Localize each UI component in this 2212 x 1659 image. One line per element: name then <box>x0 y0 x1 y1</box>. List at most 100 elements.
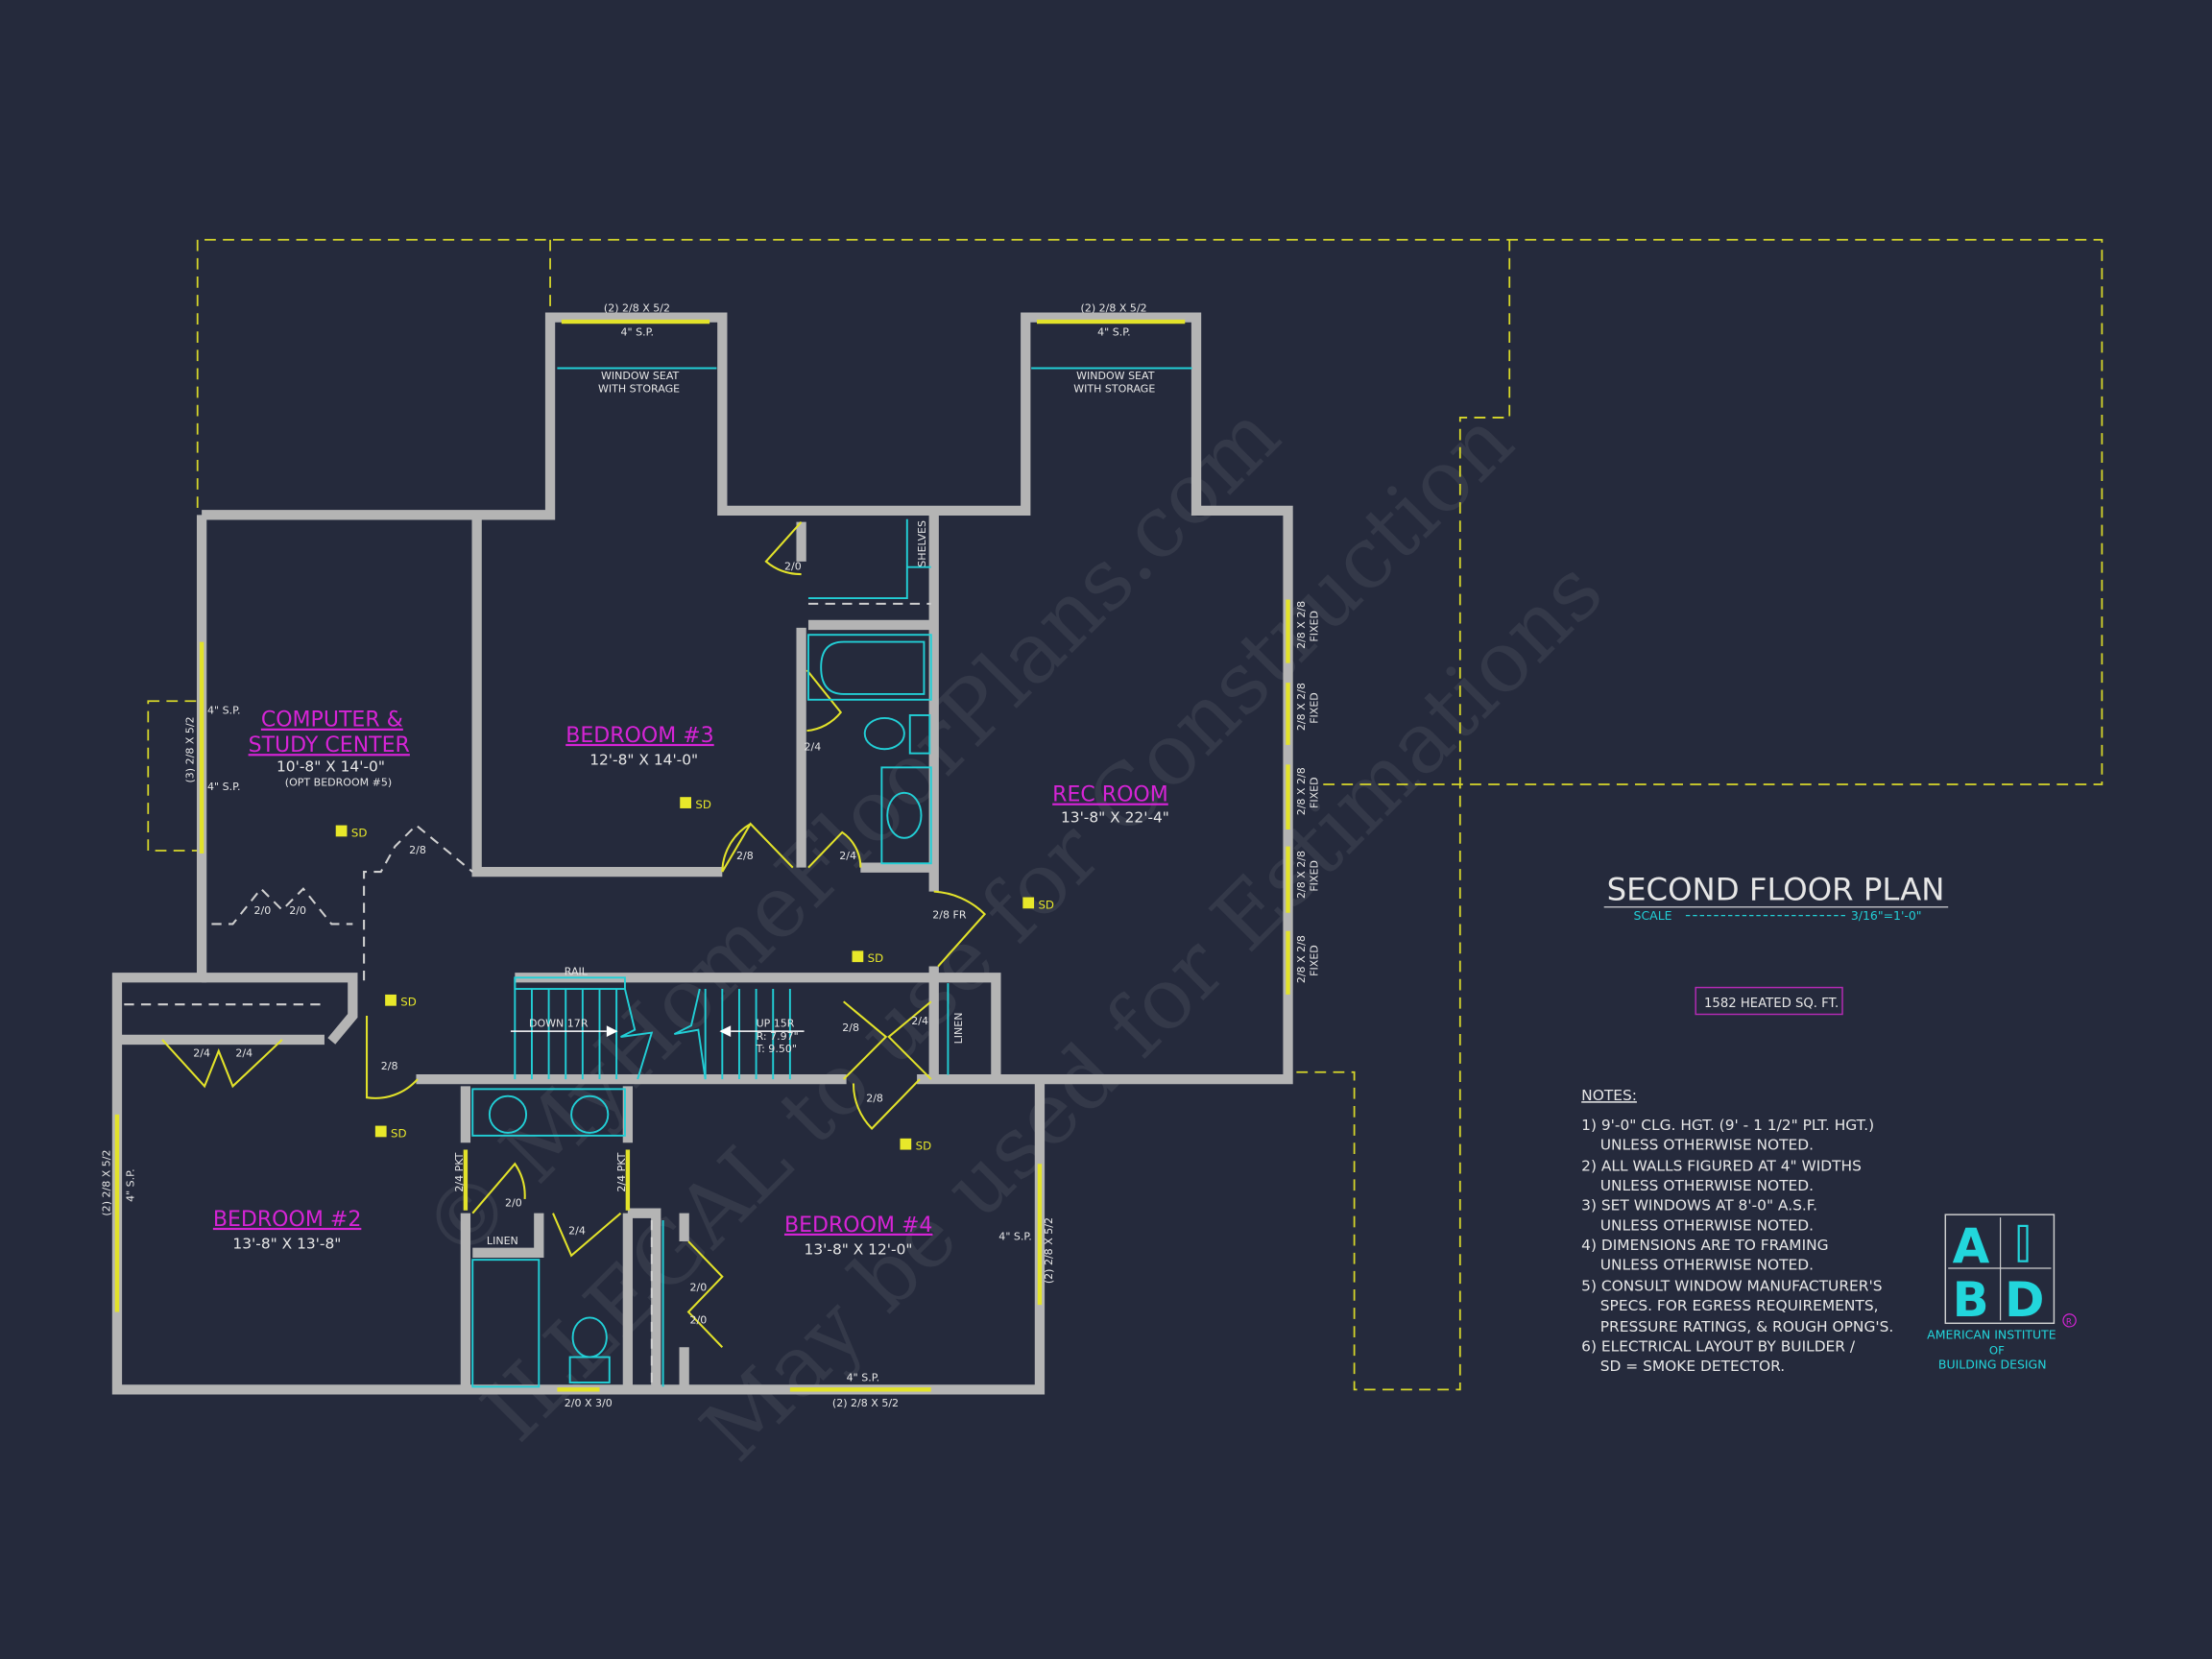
room-note: (OPT BEDROOM #5) <box>285 776 392 788</box>
room-name: BEDROOM #4 <box>784 1214 932 1238</box>
labels-window_pair-label: (2) 2/8 X 5/2 <box>101 1149 113 1215</box>
labels-fixed-label: FIXED <box>1308 692 1320 724</box>
labels-d24-label: 2/4 <box>235 1047 252 1060</box>
smoke-detector-icon <box>374 1125 387 1138</box>
labels-sd-label: SD <box>868 951 884 965</box>
labels-d24-label: 2/4 <box>568 1225 586 1238</box>
notes-heading: NOTES: <box>1581 1087 1637 1104</box>
room-size: 13'-8" X 13'-8" <box>232 1235 341 1252</box>
bathtub-icon <box>807 634 932 701</box>
labels-sd-label: SD <box>916 1140 932 1153</box>
smoke-detectors: SD SD SD SD SD SD SD <box>335 797 1054 1153</box>
notes-lines-0-label: 1) 9'-0" CLG. HGT. (9' - 1 1/2" PLT. HGT… <box>1581 1117 1874 1134</box>
labels-window_seat_1-label: WINDOW SEAT <box>1076 370 1155 382</box>
labels-d20-label: 2/0 <box>690 1281 708 1293</box>
logo-line3-label: BUILDING DESIGN <box>1938 1357 2047 1371</box>
room-size: 12'-8" X 14'-0" <box>589 751 698 768</box>
notes-lines-4-label: 3) SET WINDOWS AT 8'-0" A.S.F. <box>1581 1197 1817 1214</box>
labels-window_seat_2-label: WITH STORAGE <box>1073 382 1155 395</box>
room-size: 13'-8" X 12'-0" <box>805 1240 913 1258</box>
labels-up-label: UP 15R <box>757 1018 795 1030</box>
logo-line2-label: OF <box>1989 1344 2005 1358</box>
room-labels: COMPUTER & STUDY CENTER 10'-8" X 14'-0" … <box>213 709 1169 1259</box>
fixtures <box>471 367 1192 1388</box>
labels-sp-label: 4" S.P. <box>207 705 241 717</box>
smoke-detector-icon <box>680 797 691 808</box>
notes-lines-2-label: 2) ALL WALLS FIGURED AT 4" WIDTHS <box>1581 1158 1862 1175</box>
labels-fixed-label: FIXED <box>1308 611 1320 642</box>
labels-riser-label: R: 7.97" <box>757 1030 799 1043</box>
labels-d28fr-label: 2/8 FR <box>932 909 967 922</box>
notes-lines-9-label: SPECS. FOR EGRESS REQUIREMENTS, <box>1581 1297 1878 1314</box>
smoke-detector-icon <box>335 825 348 837</box>
logo-letters-0-label: A <box>1953 1218 1990 1274</box>
labels-sp-label: 4" S.P. <box>621 326 654 339</box>
labels-sd-label: SD <box>400 996 417 1009</box>
room-name: REC ROOM <box>1052 783 1168 807</box>
room-name: BEDROOM #3 <box>565 724 713 748</box>
labels-sd-label: SD <box>1038 898 1054 911</box>
notes-lines-12-label: SD = SMOKE DETECTOR. <box>1581 1358 1785 1375</box>
heated-area: 1582 HEATED SQ. FT. <box>1704 997 1839 1011</box>
room-name: BEDROOM #2 <box>213 1208 361 1232</box>
logo-registered-label: R <box>2066 1318 2072 1328</box>
labels-window_seat_2-label: WITH STORAGE <box>598 382 680 395</box>
smoke-detector-icon <box>1022 897 1035 909</box>
labels-fixed_size-label: 2/8 X 2/8 <box>1295 935 1308 983</box>
bathtub-icon <box>471 1259 541 1388</box>
room-size: 13'-8" X 22'-4" <box>1061 809 1169 827</box>
notes-lines-1-label: UNLESS OTHERWISE NOTED. <box>1581 1137 1814 1154</box>
labels-window_pair-label: (2) 2/8 X 5/2 <box>1081 302 1147 315</box>
labels-rail-label: RAIL <box>565 965 589 977</box>
labels-sp-label: 4" S.P. <box>1097 326 1131 339</box>
labels-fixed-label: FIXED <box>1308 945 1320 976</box>
labels-d24-label: 2/4 <box>839 850 856 862</box>
toilet-icon <box>863 716 905 751</box>
smoke-detector-icon <box>852 950 864 963</box>
notes-lines-11-label: 6) ELECTRICAL LAYOUT BY BUILDER / <box>1581 1338 1856 1356</box>
windows <box>114 319 1290 1392</box>
labels-tread-label: T: 9.50" <box>756 1043 797 1055</box>
labels-window_pair-label: (2) 2/8 X 5/2 <box>1043 1217 1055 1284</box>
notes: NOTES: 1) 9'-0" CLG. HGT. (9' - 1 1/2" P… <box>1581 1087 1893 1375</box>
labels-shelves-label: SHELVES <box>916 520 928 567</box>
notes-lines-3-label: UNLESS OTHERWISE NOTED. <box>1581 1177 1814 1194</box>
notes-lines-5-label: UNLESS OTHERWISE NOTED. <box>1581 1216 1814 1234</box>
labels-window_pair-label: (2) 2/8 X 5/2 <box>832 1397 899 1409</box>
labels-linen-label: LINEN <box>487 1235 518 1247</box>
doors <box>161 520 987 1348</box>
labels-sd-label: SD <box>391 1126 407 1140</box>
labels-d24-label: 2/4 <box>805 741 822 754</box>
notes-lines-7-label: UNLESS OTHERWISE NOTED. <box>1581 1256 1814 1273</box>
labels-pkt-label: 2/4 PKT <box>453 1152 466 1191</box>
bifold-doors-dashed <box>124 602 931 1006</box>
scale-label: SCALE <box>1634 908 1672 923</box>
aibd-logo: A B D R AMERICAN INSTITUTE OF BUILDING D… <box>1927 1214 2077 1371</box>
smoke-detector-icon <box>900 1138 912 1150</box>
labels-sp-label: 4" S.P. <box>998 1231 1032 1243</box>
scale-value: 3/16"=1'-0" <box>1851 908 1922 923</box>
labels-d28-label: 2/8 <box>736 850 754 862</box>
logo-letters-2-label: B <box>1953 1272 1989 1328</box>
logo-letters-3-label: D <box>2005 1272 2044 1328</box>
labels-d28-label: 2/8 <box>409 844 426 856</box>
labels-sp-label: 4" S.P. <box>207 781 241 793</box>
labels-d20-label: 2/0 <box>690 1313 708 1326</box>
labels-down-label: DOWN 17R <box>529 1018 589 1030</box>
labels-linen-label: LINEN <box>952 1013 965 1045</box>
labels-pkt-label: 2/4 PKT <box>615 1152 628 1191</box>
labels-fixed_size-label: 2/8 X 2/8 <box>1295 767 1308 815</box>
title-block: SECOND FLOOR PLAN SCALE 3/16"=1'-0" 1582… <box>1603 871 1949 1016</box>
double-vanity-icon <box>471 1088 626 1137</box>
page-title: SECOND FLOOR PLAN <box>1607 871 1945 907</box>
labels-d28-label: 2/8 <box>866 1093 883 1105</box>
roof-outline <box>147 238 2104 1391</box>
labels-fixed_size-label: 2/8 X 2/8 <box>1295 601 1308 649</box>
notes-lines-8-label: 5) CONSULT WINDOW MANUFACTURER'S <box>1581 1277 1882 1294</box>
labels-sd-label: SD <box>351 826 368 839</box>
labels-d20-label: 2/0 <box>253 904 271 917</box>
labels-window_seat_1-label: WINDOW SEAT <box>601 370 680 382</box>
labels-sd-label: SD <box>695 798 711 811</box>
room-name: STUDY CENTER <box>249 733 410 757</box>
